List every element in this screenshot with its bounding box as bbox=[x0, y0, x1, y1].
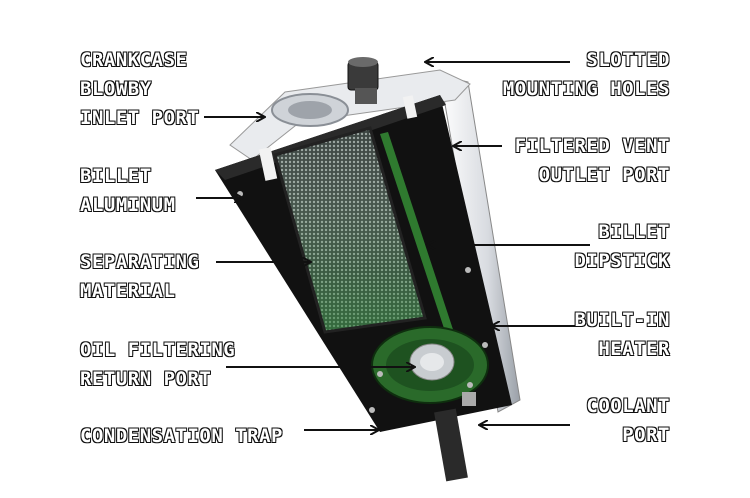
label-line: HEATER bbox=[598, 337, 670, 360]
label-oil-filtering-return-port: OIL FILTERING RETURN PORT bbox=[79, 336, 236, 394]
label-line: COOLANT bbox=[586, 394, 670, 417]
label-built-in-heater: BUILT-IN HEATER bbox=[574, 306, 670, 364]
label-billet-dipstick: BILLET DIPSTICK bbox=[574, 218, 670, 276]
label-line: SLOTTED bbox=[586, 48, 670, 71]
label-line: OIL FILTERING bbox=[79, 338, 236, 361]
label-filtered-vent-outlet-port: FILTERED VENT OUTLET PORT bbox=[514, 132, 670, 190]
dipstick-shape bbox=[380, 132, 468, 377]
label-line: MOUNTING HOLES bbox=[502, 77, 670, 100]
label-line: FILTERED VENT bbox=[514, 134, 670, 157]
label-line: BILLET bbox=[598, 220, 670, 243]
label-line: RETURN PORT bbox=[79, 367, 212, 390]
label-line: MATERIAL bbox=[79, 279, 176, 302]
label-slotted-mounting-holes: SLOTTED MOUNTING HOLES bbox=[502, 46, 670, 104]
label-crankcase-blowby-inlet-port: CRANKCASE BLOWBY INLET PORT bbox=[79, 46, 200, 133]
label-line: BILLET bbox=[79, 164, 152, 187]
coolant-fitting bbox=[434, 408, 468, 482]
label-condensation-trap: CONDENSATION TRAP bbox=[79, 422, 283, 451]
label-coolant-port: COOLANT PORT bbox=[586, 392, 670, 450]
label-line: BLOWBY bbox=[79, 77, 152, 100]
label-line: CRANKCASE bbox=[79, 48, 188, 71]
label-separating-material: SEPARATING MATERIAL bbox=[79, 248, 200, 306]
label-billet-aluminum: BILLET ALUMINUM bbox=[79, 162, 176, 220]
label-line: OUTLET PORT bbox=[538, 163, 670, 186]
label-line: INLET PORT bbox=[79, 106, 200, 129]
label-line: DIPSTICK bbox=[574, 249, 670, 272]
label-line: PORT bbox=[622, 423, 670, 446]
label-line: SEPARATING bbox=[79, 250, 200, 273]
label-line: BUILT-IN bbox=[574, 308, 670, 331]
label-line: CONDENSATION TRAP bbox=[79, 424, 283, 447]
label-line: ALUMINUM bbox=[79, 193, 176, 216]
